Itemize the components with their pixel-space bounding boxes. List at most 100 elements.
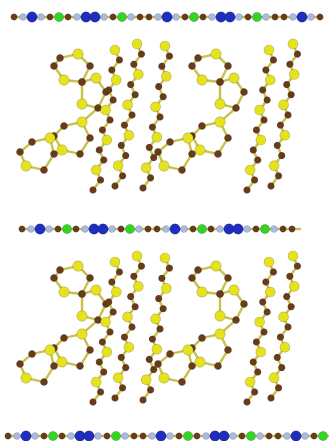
- middle-chain-carbon-atom: [279, 225, 287, 233]
- upper-sheet-ladder-e-carbon-atom: [283, 80, 291, 89]
- lower-sheet-ladder-d-sulfur-atom: [264, 286, 276, 298]
- middle-chain-carbon-atom: [72, 225, 80, 233]
- top-chain-chlorine-atom: [189, 12, 199, 22]
- lower-sheet-ladder-a-sulfur-atom: [100, 316, 111, 328]
- lower-sheet-ladder-a-sulfur-atom: [110, 286, 122, 298]
- upper-sheet-ladder-c-sulfur-atom: [150, 101, 161, 113]
- bottom-chain-blue-atom: [83, 430, 95, 441]
- upper-sheet-ladder-c-sulfur-atom: [151, 131, 163, 143]
- bottom-chain-carbon-atom: [103, 432, 111, 440]
- top-chain-carbon-atom: [244, 13, 252, 21]
- top-chain-carbon-atom: [316, 13, 324, 21]
- upper-sheet-ladder-b-carbon-atom: [122, 151, 130, 160]
- lower-sheet-right-carbon-atom: [188, 274, 196, 282]
- upper-sheet-ladder-a-sulfur-atom: [109, 44, 121, 56]
- upper-sheet-right-carbon-atom: [166, 138, 174, 146]
- lower-sheet-ladder-c-sulfur-atom: [140, 374, 152, 386]
- upper-sheet-left-sulfur-atom: [44, 132, 56, 144]
- upper-sheet-ladder-c-carbon-atom: [150, 153, 158, 162]
- top-chain-light-atom: [289, 13, 297, 21]
- upper-sheet-ladder-b-sulfur-atom: [131, 38, 143, 50]
- top-chain-light-atom: [73, 13, 81, 21]
- lower-sheet-ladder-a-carbon-atom: [98, 338, 107, 346]
- top-chain-carbon-atom: [46, 13, 54, 21]
- upper-sheet-left-carbon-atom: [16, 148, 24, 156]
- upper-sheet-ladder-b-sulfur-atom: [122, 99, 133, 111]
- top-chain-light-atom: [262, 13, 270, 21]
- upper-sheet-ladder-b-carbon-atom: [137, 50, 146, 58]
- bottom-chain-light-atom: [229, 432, 237, 440]
- middle-chain-chlorine-atom: [62, 224, 72, 234]
- bottom-chain-chlorine-atom: [183, 431, 193, 441]
- lower-sheet-left-carbon-atom: [78, 290, 86, 298]
- lower-sheet-left-carbon-atom: [16, 360, 24, 368]
- upper-sheet-ladder-c-carbon-atom: [158, 62, 166, 70]
- lower-sheet-right-carbon-atom: [224, 346, 232, 354]
- upper-sheet-ladder-a-carbon-atom: [98, 126, 107, 134]
- lower-sheet-ladder-b-carbon-atom: [111, 394, 119, 402]
- upper-sheet-ladder-d-sulfur-atom: [255, 134, 267, 146]
- middle-chain-blue-atom: [34, 223, 46, 235]
- bottom-chain-light-atom: [94, 432, 102, 440]
- lower-sheet-right-sulfur-atom: [158, 372, 170, 384]
- lower-sheet-ladder-e-carbon-atom: [293, 262, 302, 270]
- middle-chain-carbon-atom: [18, 225, 26, 233]
- middle-chain-light-atom: [180, 225, 188, 233]
- lower-sheet-left-sulfur-atom: [20, 372, 32, 384]
- middle-chain-carbon-atom: [54, 225, 62, 233]
- middle-chain-carbon-atom: [153, 225, 161, 233]
- lower-sheet-ladder-b-carbon-atom: [131, 303, 139, 311]
- lower-sheet-ladder-b-carbon-atom: [130, 272, 138, 280]
- lower-sheet-ladder-d-carbon-atom: [249, 358, 257, 366]
- lower-sheet-ladder-c-carbon-atom: [150, 365, 158, 374]
- lower-sheet-left-sulfur-atom: [44, 344, 56, 356]
- lower-sheet-ladder-e-sulfur-atom: [268, 372, 280, 384]
- upper-sheet-right-carbon-atom: [224, 134, 232, 142]
- upper-sheet-ladder-b-carbon-atom: [130, 60, 138, 68]
- lower-sheet-ladder-b-sulfur-atom: [132, 281, 144, 292]
- bottom-chain-light-atom: [283, 432, 291, 440]
- upper-sheet-ladder-e-carbon-atom: [293, 50, 302, 58]
- upper-sheet-right-carbon-atom: [216, 78, 224, 86]
- lower-sheet-ladder-b-carbon-atom: [128, 323, 136, 331]
- upper-sheet-ladder-e-carbon-atom: [284, 111, 292, 119]
- lower-sheet-ladder-e-carbon-atom: [267, 394, 275, 402]
- bottom-chain-light-atom: [202, 432, 210, 440]
- upper-sheet-ladder-a-sulfur-atom: [100, 104, 111, 116]
- top-chain-carbon-atom: [109, 13, 117, 21]
- upper-sheet-left-carbon-atom: [76, 150, 84, 158]
- lower-sheet-left-carbon-atom: [28, 350, 36, 358]
- lower-sheet-right-carbon-atom: [232, 316, 240, 324]
- upper-sheet-ladder-a-carbon-atom: [106, 116, 114, 124]
- middle-chain-light-atom: [135, 225, 143, 233]
- middle-chain-chlorine-atom: [260, 224, 270, 234]
- lower-sheet-left-sulfur-atom: [76, 328, 88, 340]
- lower-sheet-ladder-d-sulfur-atom: [254, 316, 265, 328]
- top-chain-chlorine-atom: [117, 12, 127, 22]
- bottom-chain-carbon-atom: [175, 432, 183, 440]
- upper-sheet-right-carbon-atom: [188, 62, 196, 70]
- upper-sheet-ladder-c-sulfur-atom: [160, 71, 172, 82]
- lower-sheet-ladder-a-carbon-atom: [100, 368, 108, 376]
- top-chain-carbon-atom: [136, 13, 144, 21]
- upper-sheet-left-carbon-atom: [60, 122, 68, 130]
- top-chain-carbon-atom: [271, 13, 279, 21]
- lower-sheet-ladder-d-sulfur-atom: [244, 376, 256, 388]
- upper-sheet-left-sulfur-atom: [90, 72, 102, 84]
- bottom-chain-blue-atom: [155, 430, 167, 441]
- lower-sheet-ladder-c-carbon-atom: [156, 325, 164, 333]
- upper-sheet-ladder-c-carbon-atom: [155, 82, 163, 91]
- lower-sheet-ladder-d-sulfur-atom: [255, 346, 267, 358]
- lower-sheet-ladder-c-carbon-atom: [145, 355, 153, 364]
- lower-sheet-ladder-d-carbon-atom: [263, 308, 271, 316]
- upper-sheet-ladder-b-sulfur-atom: [112, 160, 124, 172]
- upper-sheet-left-sulfur-atom: [76, 98, 88, 110]
- bottom-chain-carbon-atom: [130, 432, 138, 440]
- upper-sheet-ladder-b-carbon-atom: [111, 182, 119, 190]
- bottom-chain-carbon-atom: [238, 432, 246, 440]
- upper-sheet-ladder-e-sulfur-atom: [279, 129, 291, 141]
- upper-sheet-ladder-b-carbon-atom: [118, 172, 127, 180]
- upper-sheet-right-carbon-atom: [214, 150, 222, 158]
- lower-sheet-ladder-a-sulfur-atom: [101, 346, 113, 358]
